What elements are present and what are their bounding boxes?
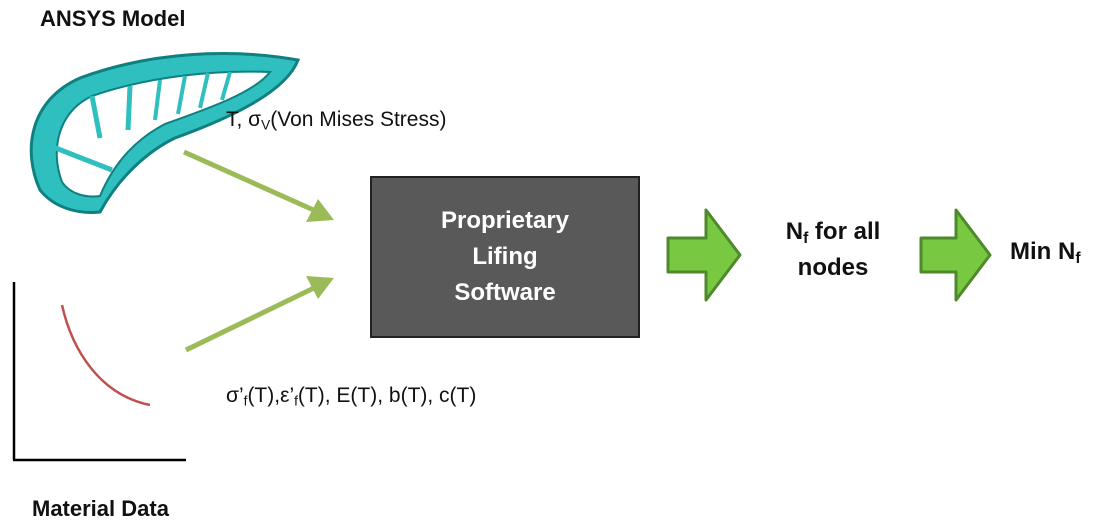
stress-input-label: T, σV(Von Mises Stress) <box>226 108 447 133</box>
ansys-model-title: ANSYS Model <box>40 6 186 31</box>
input-arrow-top <box>182 149 334 222</box>
material-curve <box>60 304 151 407</box>
material-props-label: σ’f(T),ε’f(T), E(T), b(T), c(T) <box>226 384 477 409</box>
output-arrow-1 <box>666 208 742 302</box>
min-nf-label: Min Nf <box>1010 238 1081 267</box>
lifing-software-box: Proprietary Lifing Software <box>370 176 640 338</box>
turbine-blade-image <box>29 52 301 214</box>
material-axes <box>12 282 186 462</box>
box-line-2: Lifing <box>472 243 538 270</box>
box-line-1: Proprietary <box>440 207 570 234</box>
input-arrow-bottom <box>184 276 334 353</box>
box-line-3: Software <box>454 279 556 306</box>
nf-all-nodes-label: Nf for all nodes <box>785 218 881 282</box>
output-arrow-2 <box>919 208 992 302</box>
material-data-title: Material Data <box>32 496 169 521</box>
